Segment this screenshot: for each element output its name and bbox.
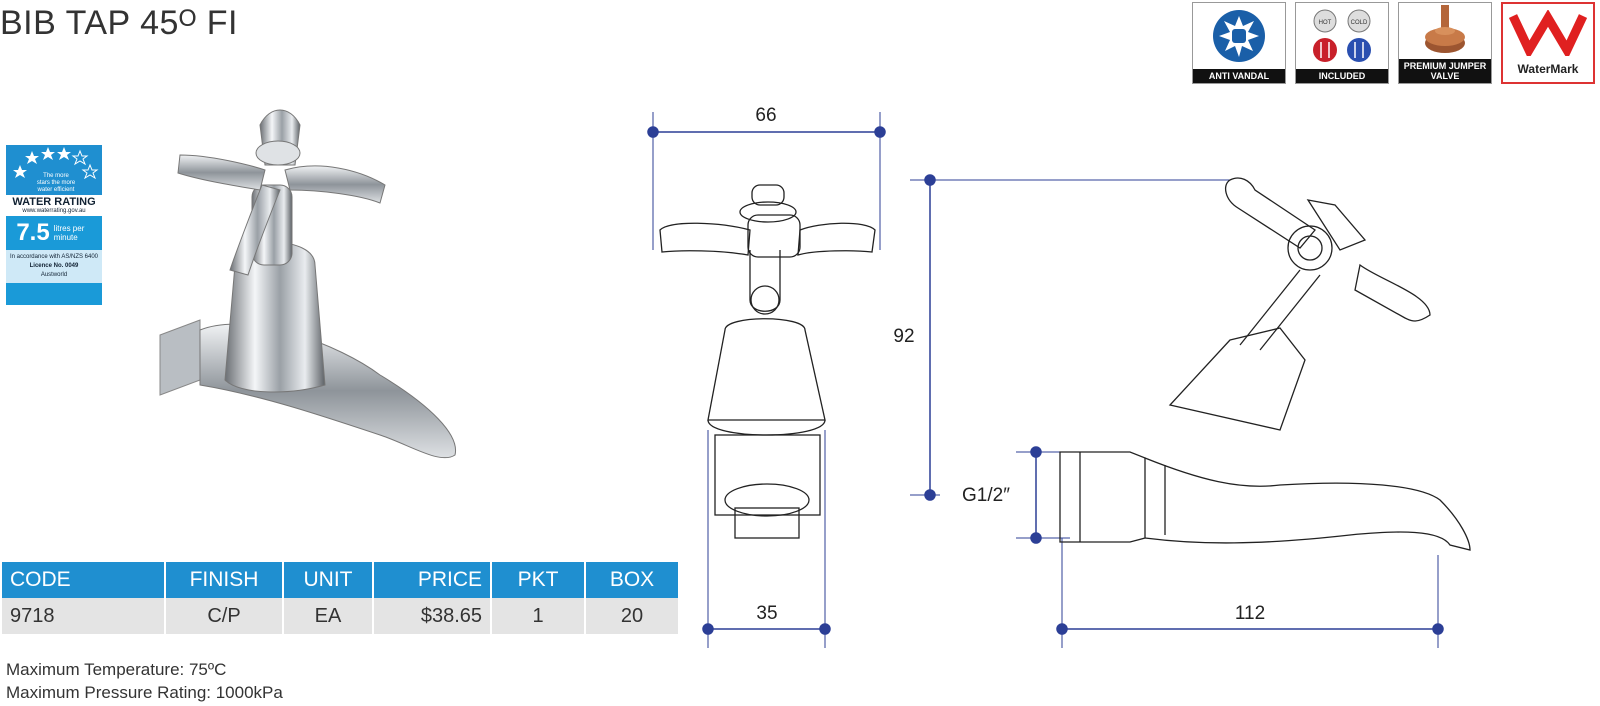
- feature-badges: ANTI VANDAL HOT COLD INCLUDED: [1192, 2, 1595, 84]
- cold-label: COLD: [1351, 20, 1368, 26]
- rating-tagline: The more stars the more water efficient: [36, 173, 76, 193]
- side-view-outline: [1059, 177, 1471, 551]
- anti-vandal-badge: ANTI VANDAL: [1192, 2, 1286, 84]
- cell-unit: EA: [284, 598, 372, 634]
- product-photo: [140, 95, 490, 495]
- water-rating-label: The more stars the more water efficient …: [6, 145, 102, 305]
- jumper-valve-icon: [1399, 3, 1491, 59]
- dimension-lines: [647, 112, 1444, 648]
- product-spec-table: CODE FINISH UNIT PRICE PKT BOX 9718 C/P …: [0, 562, 680, 634]
- fist-icon: [1193, 3, 1285, 69]
- column-header-price: PRICE: [374, 562, 490, 598]
- table-header-row: CODE FINISH UNIT PRICE PKT BOX: [2, 562, 678, 598]
- badge-caption: INCLUDED: [1296, 69, 1388, 83]
- watermark-logo: [1503, 4, 1593, 62]
- column-header-unit: UNIT: [284, 562, 372, 598]
- cell-box: 20: [586, 598, 678, 634]
- column-header-code: CODE: [2, 562, 164, 598]
- badge-caption: ANTI VANDAL: [1193, 69, 1285, 83]
- hot-label: HOT: [1319, 20, 1332, 26]
- dimension-thread: G1/2″: [962, 485, 1010, 506]
- rating-url: www.waterrating.gov.au: [6, 208, 102, 216]
- rating-unit: litres per minute: [53, 224, 85, 242]
- table-row: 9718 C/P EA $38.65 1 20: [2, 598, 678, 634]
- dimension-height: 92: [893, 326, 914, 347]
- indices-included-badge: HOT COLD INCLUDED: [1295, 2, 1389, 84]
- cell-pkt: 1: [492, 598, 584, 634]
- hot-cold-indices-icon: HOT COLD: [1296, 3, 1388, 69]
- star-icon: [13, 147, 99, 180]
- dimension-width-top: 66: [755, 105, 776, 126]
- max-pressure-note: Maximum Pressure Rating: 1000kPa: [6, 683, 283, 702]
- page-title: BIB TAP 45ᴼ FI: [0, 4, 238, 42]
- dimension-base: 35: [756, 603, 777, 624]
- column-header-box: BOX: [586, 562, 678, 598]
- rating-stars: The more stars the more water efficient: [6, 145, 102, 195]
- rating-brand: Austworld: [40, 272, 68, 278]
- front-view-outline: [659, 184, 876, 539]
- column-header-pkt: PKT: [492, 562, 584, 598]
- technical-drawing: 66 35 92 G1/2″ 112: [640, 90, 1600, 685]
- max-temperature-note: Maximum Temperature: 75ºC: [6, 660, 227, 679]
- cell-price: $38.65: [374, 598, 490, 634]
- rating-value: 7.5: [16, 219, 50, 246]
- badge-caption: WaterMark: [1503, 62, 1593, 82]
- watermark-badge: WaterMark: [1501, 2, 1595, 84]
- specification-notes: Maximum Temperature: 75ºC Maximum Pressu…: [6, 658, 283, 704]
- cell-finish: C/P: [166, 598, 282, 634]
- column-header-finish: FINISH: [166, 562, 282, 598]
- badge-caption: PREMIUM JUMPER VALVE: [1399, 59, 1491, 83]
- dimension-length: 112: [1235, 603, 1265, 624]
- cell-code: 9718: [2, 598, 164, 634]
- rating-licence: Licence No. 0049: [29, 263, 79, 269]
- premium-jumper-valve-badge: PREMIUM JUMPER VALVE: [1398, 2, 1492, 84]
- rating-standard: In accordance with AS/NZS 6400: [9, 254, 99, 260]
- rating-heading: WATER RATING: [6, 195, 102, 208]
